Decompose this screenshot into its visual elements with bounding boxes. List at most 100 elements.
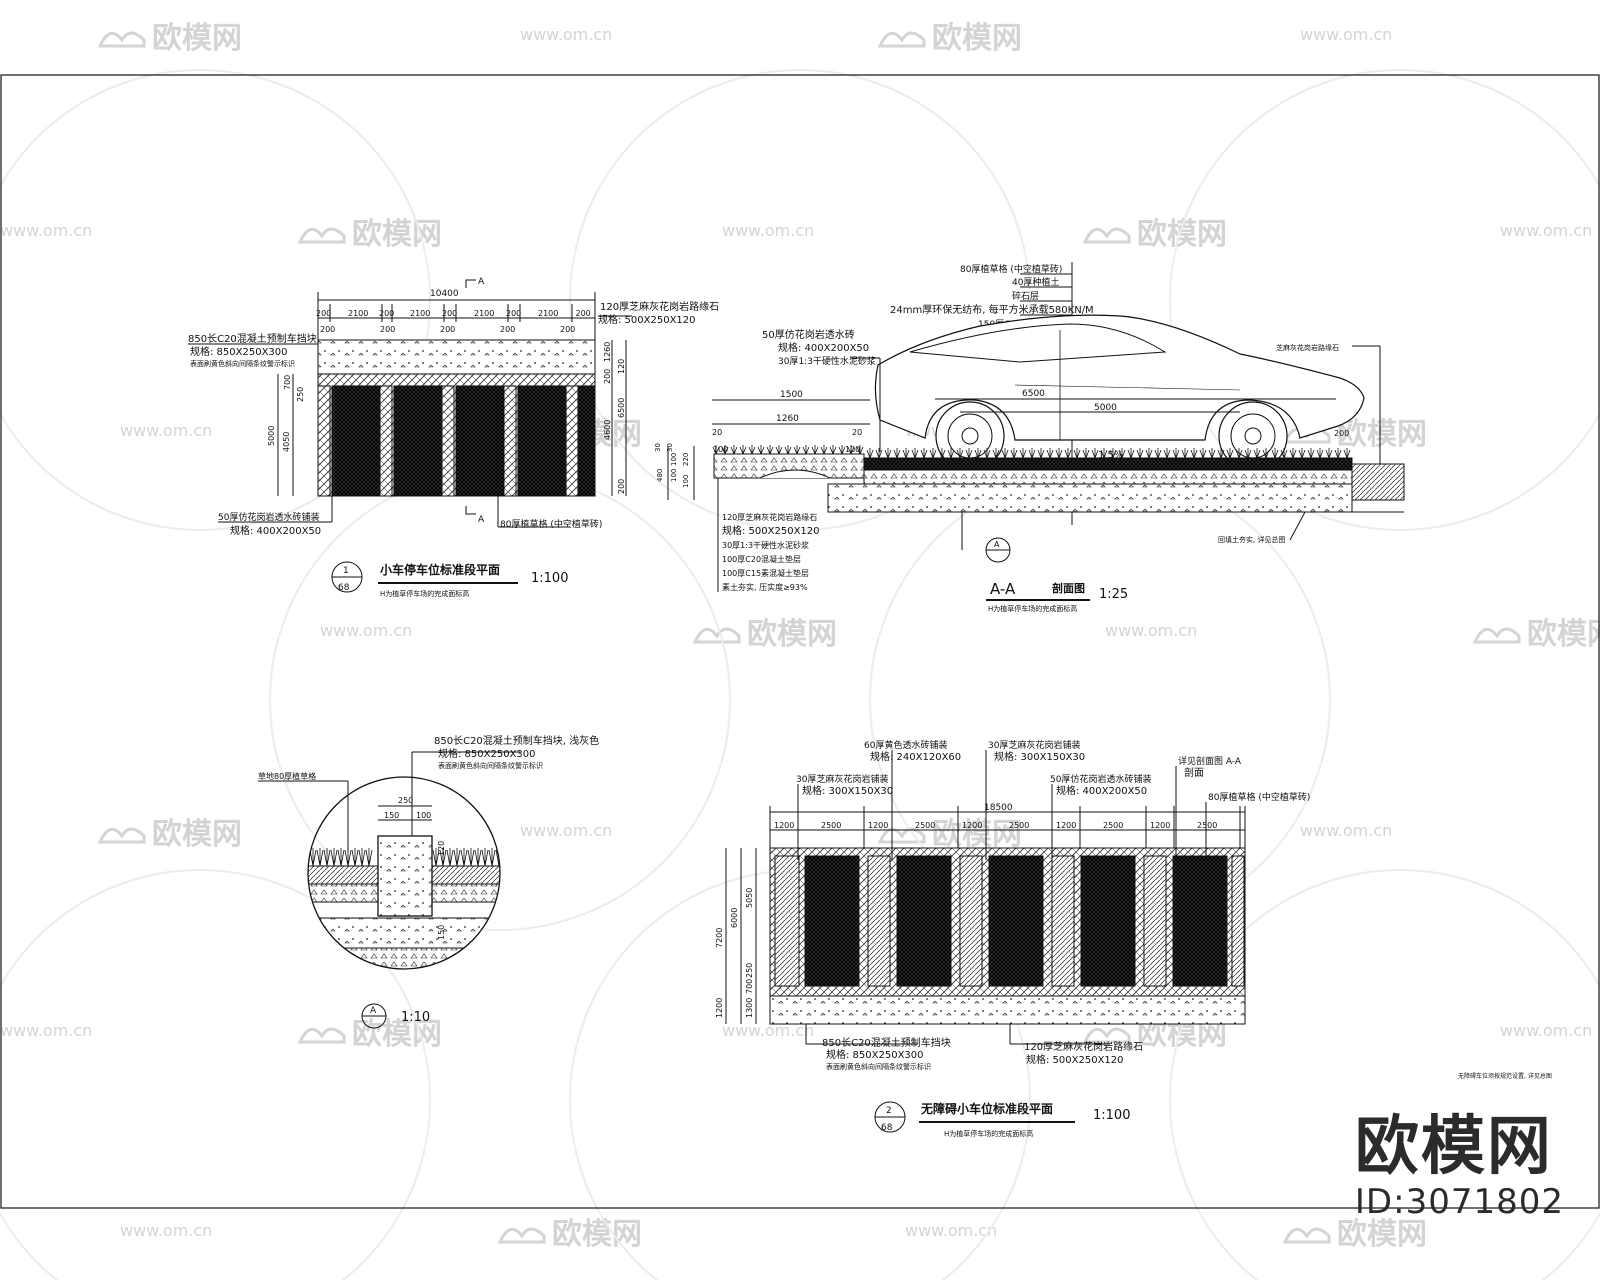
label-aa-layer: 碎石层: [1012, 290, 1039, 302]
dim-aa-left: 220: [682, 453, 690, 466]
dim-5000: 5000: [1094, 403, 1117, 413]
label-aa-bottom: 100厚C20混凝土垫层: [722, 554, 801, 564]
watermark-url: www.om.cn: [1300, 25, 1392, 44]
drawing-2-sheet: 68: [881, 1123, 893, 1133]
dim-left-4050: 4050: [282, 432, 291, 452]
section-title: A-A: [990, 580, 1016, 598]
drawing-2-scale: 1:100: [1093, 1108, 1130, 1123]
dim-top: 2100: [410, 309, 430, 318]
label-strip-size: 规格: 400X200X50: [230, 524, 321, 537]
bay-divider: [379, 385, 393, 497]
grass-layer: [863, 457, 1353, 471]
label-stop-size: 规格: 850X250X300: [190, 345, 288, 358]
label-aa-left: 50厚仿花岗岩透水砖: [762, 328, 855, 341]
label-2-top: 30厚芝麻灰花岗岩铺装: [796, 773, 888, 785]
car-outline: [874, 314, 1365, 441]
drawing-scale: 1:100: [531, 571, 568, 586]
bay-divider-2: [1143, 855, 1167, 987]
parking-bay: [517, 385, 567, 497]
watermark-logo-icon: [297, 227, 346, 244]
watermark-url: www.om.cn: [520, 821, 612, 840]
watermark-brand: 欧模网: [352, 217, 442, 252]
label-2-stop-size: 规格: 850X250X300: [826, 1048, 924, 1061]
dim-150: 150: [384, 811, 399, 820]
label-aa-bottom: 30厚1:3干硬性水泥砂浆: [722, 540, 809, 550]
dim-100: 100: [416, 811, 431, 820]
label-grass: 80厚植草格 (中空植草砖): [500, 518, 602, 530]
label-2-top: 详见剖面图 A-A: [1178, 755, 1242, 767]
dim-120: 120: [437, 841, 446, 856]
dim-150b: 150: [437, 925, 446, 940]
label-aa-bottom: 规格: 500X250X120: [722, 524, 820, 537]
label-2-top-size: 剖面: [1184, 766, 1204, 779]
dim-2-top: 2500: [1009, 821, 1029, 830]
dim-700: 700: [745, 979, 754, 994]
dim-200: 200: [1334, 429, 1349, 438]
dim-2-top: 1200: [962, 821, 982, 830]
watermark-logo-icon: [97, 31, 146, 48]
dim-aa-left: 100: [670, 453, 678, 466]
watermark-brand: 欧模网: [932, 21, 1022, 56]
dim-2-top: 1200: [868, 821, 888, 830]
dim-aa-left: 480: [656, 469, 664, 482]
watermark-logo-icon: [1082, 227, 1131, 244]
accessible-bay: [1172, 855, 1228, 987]
dim-6500: 6500: [1022, 389, 1045, 399]
bay-divider-2: [959, 855, 983, 987]
dim-2-top: 1200: [774, 821, 794, 830]
label-2-stop-note: 表面刷黄色斜向间隔条纹警示标识: [826, 1062, 931, 1071]
label-curb-right: 芝麻灰花岗岩路缘石: [1276, 343, 1339, 352]
label-aa-layer: 24mm厚环保无纺布, 每平方米承载580KN/M: [890, 303, 1094, 316]
accessible-bay: [988, 855, 1044, 987]
label-2-curb-size: 规格: 500X250X120: [1026, 1053, 1124, 1066]
bay-divider-2: [774, 855, 800, 987]
dim-left-250: 250: [296, 387, 305, 402]
dim-top: 200: [506, 309, 521, 318]
stop-block-section: [377, 835, 433, 917]
dim-top-sub: 200: [320, 325, 335, 334]
soil-layer: [863, 469, 1353, 485]
dim-top-sub: 200: [380, 325, 395, 334]
dim-2-top: 2500: [821, 821, 841, 830]
watermark-brand: 欧模网: [1337, 417, 1427, 452]
drawing-subtitle: H为植草停车场的完成面标高: [380, 589, 469, 598]
watermark-brand: 欧模网: [932, 817, 1022, 852]
watermark-url: www.om.cn: [520, 25, 612, 44]
curb-band: [317, 339, 596, 375]
dim-7200: 7200: [715, 928, 724, 948]
watermark-brand: 欧模网: [152, 817, 242, 852]
slope-label: 1.5%: [1098, 450, 1123, 461]
section-scale: 1:25: [1099, 587, 1128, 602]
dim-aa-left: 100: [670, 469, 678, 482]
watermark-arc: [269, 469, 731, 931]
label-stop-note: 表面刷黄色斜向间隔条纹警示标识: [190, 359, 295, 368]
dim-total: 10400: [430, 289, 459, 299]
watermark-url: www.om.cn: [722, 1021, 814, 1040]
watermark-url: www.om.cn: [120, 1221, 212, 1240]
watermark-brand: 欧模网: [552, 1217, 642, 1252]
dim-top: 2100: [348, 309, 368, 318]
curb-section: [1351, 463, 1405, 501]
label-a-stop: 850长C20混凝土预制车挡块, 浅灰色: [434, 734, 599, 747]
detail-a-scale: 1:10: [401, 1010, 430, 1025]
dim-right-5: 4600: [603, 420, 612, 440]
dim-250: 250: [398, 796, 413, 805]
parking-bay: [577, 385, 596, 497]
brand-id: ID:3071802: [1354, 1182, 1564, 1222]
watermark-logo-icon: [877, 827, 926, 844]
dim-1300: 1300: [745, 998, 754, 1018]
dim-20b: 20: [852, 428, 862, 437]
dim-left-700: 700: [283, 375, 292, 390]
watermark-arc: [1169, 869, 1600, 1284]
accessible-bay: [804, 855, 860, 987]
dim-20a: 20: [712, 428, 722, 437]
label-aa-layer: 40厚种植土: [1012, 276, 1059, 288]
detail-callout-label: A: [994, 540, 1000, 549]
label-a-grass: 草地80厚植草格: [258, 771, 316, 781]
dim-2-top: 1200: [1056, 821, 1076, 830]
dim-2-top: 2500: [915, 821, 935, 830]
label-a-stop-note: 表面刷黄色斜向间隔条纹警示标识: [438, 761, 543, 770]
